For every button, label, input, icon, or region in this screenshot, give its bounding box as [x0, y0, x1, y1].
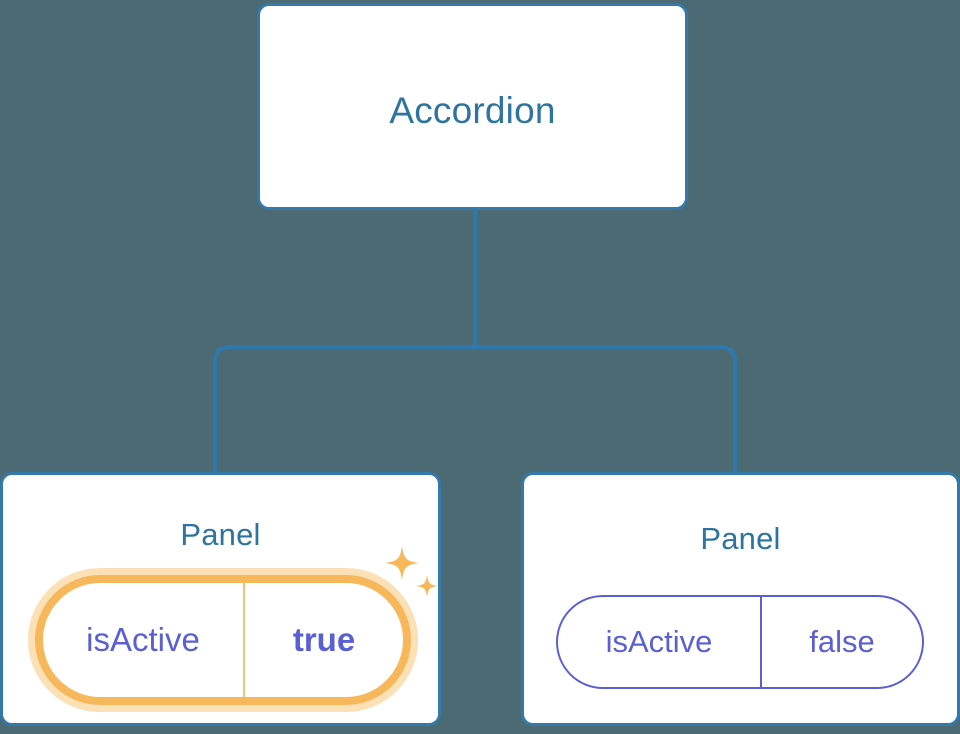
prop-key-label: isActive [86, 621, 200, 658]
prop-pill-glow [28, 568, 418, 712]
prop-pill-inactive-wrapper: isActive false [556, 595, 924, 689]
prop-value-label: false [760, 597, 922, 687]
node-accordion-title: Accordion [389, 90, 556, 131]
prop-key-label: isActive [605, 624, 713, 659]
node-panel-left-title: Panel [180, 517, 261, 552]
connector-branch-bar [213, 345, 737, 472]
prop-pill-inactive[interactable]: isActive false [556, 595, 924, 689]
prop-pill-active-wrapper: isActive true [28, 568, 418, 712]
node-accordion[interactable]: Accordion [257, 3, 688, 210]
node-panel-right-title: Panel [700, 521, 781, 556]
prop-value-label: true [243, 583, 403, 697]
prop-pill-active[interactable]: isActive true [35, 575, 411, 705]
